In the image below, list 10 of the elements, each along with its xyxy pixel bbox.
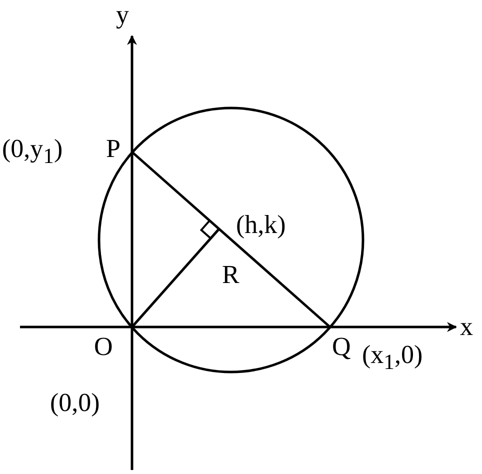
coordinate-label: (h,k) [236, 212, 286, 238]
coordinate-label: (0,0) [50, 390, 100, 416]
coordinate-label: (x$_{1}$,0) [362, 342, 423, 374]
point-label: P [106, 136, 120, 162]
point-label: Q [332, 334, 351, 360]
coordinate-label: (0,y$_{1}$) [2, 136, 63, 168]
point-label: O [94, 334, 113, 360]
point-label: R [222, 262, 240, 288]
axis-label: x [460, 314, 473, 340]
axis-label: y [116, 2, 129, 28]
